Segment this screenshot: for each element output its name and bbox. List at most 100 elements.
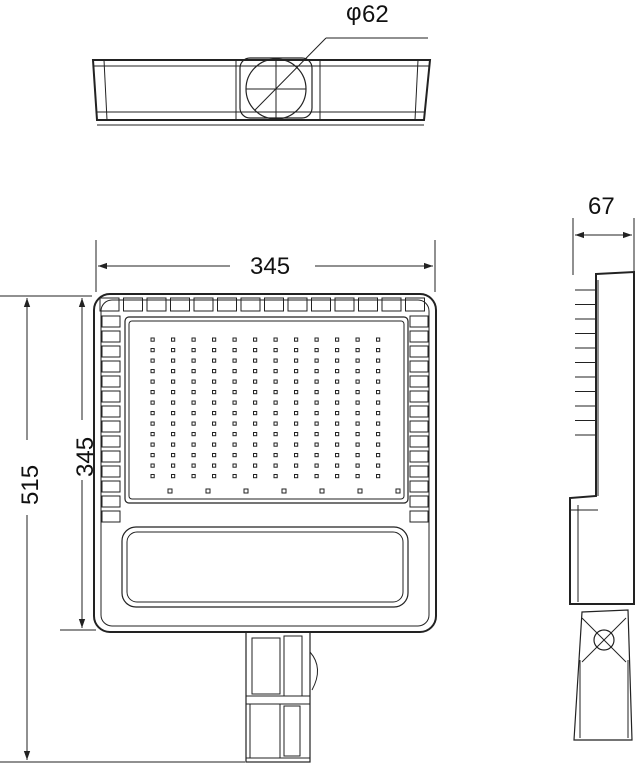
led [294, 337, 299, 342]
led [150, 358, 155, 363]
led [314, 442, 319, 447]
led [253, 421, 258, 426]
fin [101, 510, 121, 523]
led [232, 348, 237, 353]
led [150, 411, 155, 416]
fin [101, 435, 121, 448]
led [212, 337, 217, 342]
led [150, 421, 155, 426]
led [294, 390, 299, 395]
led [273, 369, 278, 374]
led [150, 442, 155, 447]
led [319, 488, 325, 494]
cooling-fins-right [409, 315, 429, 523]
led [253, 442, 258, 447]
led [171, 369, 176, 374]
led [294, 463, 299, 468]
led [335, 348, 340, 353]
led [273, 337, 278, 342]
led [191, 369, 196, 374]
fin [409, 435, 429, 448]
led [355, 358, 360, 363]
led [212, 400, 217, 405]
led [273, 379, 278, 384]
led [335, 421, 340, 426]
fin [311, 297, 331, 312]
led [212, 379, 217, 384]
led [335, 358, 340, 363]
led [212, 474, 217, 479]
led [253, 369, 258, 374]
led [171, 358, 176, 363]
led [150, 453, 155, 458]
led [212, 369, 217, 374]
led [314, 390, 319, 395]
fin [101, 360, 121, 373]
led [171, 390, 176, 395]
led [232, 463, 237, 468]
fin [409, 360, 429, 373]
led [167, 488, 173, 494]
led [294, 442, 299, 447]
led [355, 400, 360, 405]
fin [101, 390, 121, 403]
led [335, 390, 340, 395]
led [314, 358, 319, 363]
led [191, 358, 196, 363]
fin [409, 480, 429, 493]
led [294, 379, 299, 384]
led [191, 421, 196, 426]
fin [123, 297, 143, 312]
led [191, 400, 196, 405]
fin [217, 297, 237, 312]
led [150, 390, 155, 395]
led [273, 432, 278, 437]
fin [101, 480, 121, 493]
led [191, 411, 196, 416]
fin [101, 420, 121, 433]
led [314, 400, 319, 405]
led [232, 358, 237, 363]
led [376, 369, 381, 374]
fin [409, 405, 429, 418]
led [171, 442, 176, 447]
led [212, 411, 217, 416]
fin [334, 297, 355, 312]
led [273, 358, 278, 363]
led [376, 379, 381, 384]
led [191, 432, 196, 437]
led [253, 358, 258, 363]
led [355, 442, 360, 447]
led [355, 337, 360, 342]
fin [101, 330, 121, 343]
led [171, 463, 176, 468]
fin [409, 390, 429, 403]
led [212, 463, 217, 468]
led [355, 348, 360, 353]
led [273, 442, 278, 447]
led [376, 390, 381, 395]
led [335, 379, 340, 384]
led [355, 369, 360, 374]
led [205, 488, 211, 494]
fin [409, 315, 429, 328]
led [294, 474, 299, 479]
led [191, 348, 196, 353]
led [232, 390, 237, 395]
led [376, 358, 381, 363]
driver-compartment [121, 526, 409, 608]
led [191, 474, 196, 479]
led-array [150, 337, 401, 494]
led [171, 400, 176, 405]
led [150, 432, 155, 437]
led [253, 379, 258, 384]
led [314, 411, 319, 416]
led [253, 337, 258, 342]
led [273, 463, 278, 468]
led [253, 390, 258, 395]
led [232, 379, 237, 384]
led [150, 348, 155, 353]
led [232, 442, 237, 447]
led [314, 369, 319, 374]
led [294, 432, 299, 437]
